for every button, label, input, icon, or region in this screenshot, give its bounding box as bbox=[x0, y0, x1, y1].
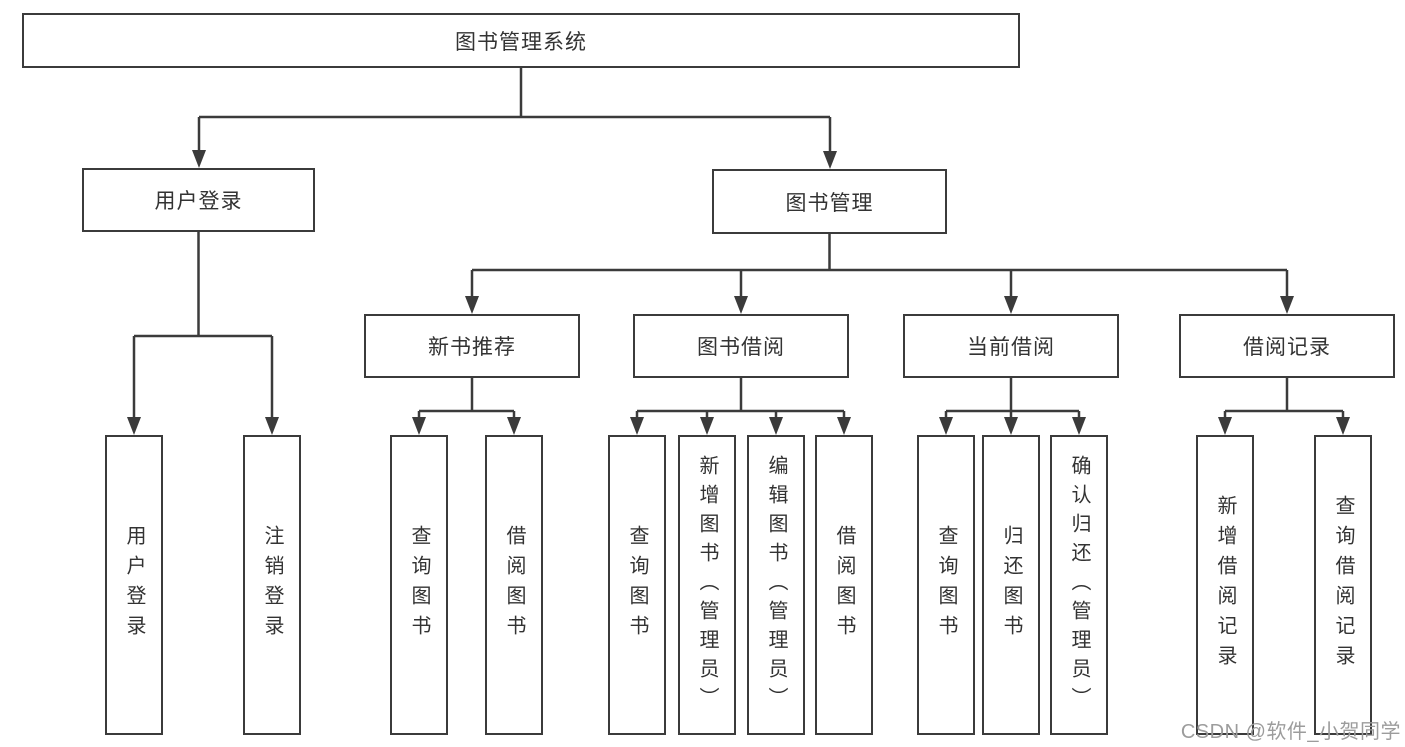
leaf-query-books-borrow-label: 查询图书 bbox=[626, 525, 648, 645]
leaf-confirm-return-admin-label: 确认归还（管理员） bbox=[1068, 454, 1090, 716]
leaf-add-books-admin-label: 新增图书（管理员） bbox=[696, 454, 718, 716]
node-book-management: 图书管理 bbox=[712, 169, 947, 234]
leaf-logout: 注销登录 bbox=[243, 435, 301, 735]
leaf-borrow-books: 借阅图书 bbox=[815, 435, 873, 735]
leaf-return-books-label: 归还图书 bbox=[1000, 525, 1022, 645]
leaf-query-borrow-record-label: 查询借阅记录 bbox=[1332, 495, 1354, 675]
leaf-confirm-return-admin: 确认归还（管理员） bbox=[1050, 435, 1108, 735]
leaf-edit-books-admin-label: 编辑图书（管理员） bbox=[765, 454, 787, 716]
leaf-query-borrow-record: 查询借阅记录 bbox=[1314, 435, 1372, 735]
node-new-book-recommend: 新书推荐 bbox=[364, 314, 580, 378]
node-current-borrow: 当前借阅 bbox=[903, 314, 1119, 378]
leaf-logout-label: 注销登录 bbox=[261, 525, 283, 645]
leaf-user-login-label: 用户登录 bbox=[123, 525, 145, 645]
leaf-borrow-books-recommend-label: 借阅图书 bbox=[503, 525, 525, 645]
csdn-watermark: CSDN @软件_小贺同学 bbox=[1180, 721, 1401, 743]
leaf-add-borrow-record: 新增借阅记录 bbox=[1196, 435, 1254, 735]
leaf-borrow-books-label: 借阅图书 bbox=[833, 525, 855, 645]
leaf-borrow-books-recommend: 借阅图书 bbox=[485, 435, 543, 735]
leaf-query-books-borrow: 查询图书 bbox=[608, 435, 666, 735]
node-root-label: 图书管理系统 bbox=[455, 30, 587, 54]
leaf-query-books-recommend-label: 查询图书 bbox=[408, 525, 430, 645]
node-new-book-recommend-label: 新书推荐 bbox=[428, 336, 516, 359]
node-borrow-records: 借阅记录 bbox=[1179, 314, 1395, 378]
leaf-query-books-current: 查询图书 bbox=[917, 435, 975, 735]
leaf-query-books-recommend: 查询图书 bbox=[390, 435, 448, 735]
node-borrow-records-label: 借阅记录 bbox=[1243, 336, 1331, 359]
node-book-borrow: 图书借阅 bbox=[633, 314, 849, 378]
node-current-borrow-label: 当前借阅 bbox=[967, 336, 1055, 359]
leaf-user-login: 用户登录 bbox=[105, 435, 163, 735]
node-book-management-label: 图书管理 bbox=[785, 191, 874, 215]
leaf-add-borrow-record-label: 新增借阅记录 bbox=[1214, 495, 1236, 675]
node-root: 图书管理系统 bbox=[22, 13, 1020, 68]
leaf-query-books-current-label: 查询图书 bbox=[935, 525, 957, 645]
node-user-login: 用户登录 bbox=[82, 168, 315, 232]
leaf-return-books: 归还图书 bbox=[982, 435, 1040, 735]
leaf-edit-books-admin: 编辑图书（管理员） bbox=[747, 435, 805, 735]
leaf-add-books-admin: 新增图书（管理员） bbox=[678, 435, 736, 735]
node-book-borrow-label: 图书借阅 bbox=[697, 336, 785, 359]
node-user-login-label: 用户登录 bbox=[154, 190, 243, 213]
